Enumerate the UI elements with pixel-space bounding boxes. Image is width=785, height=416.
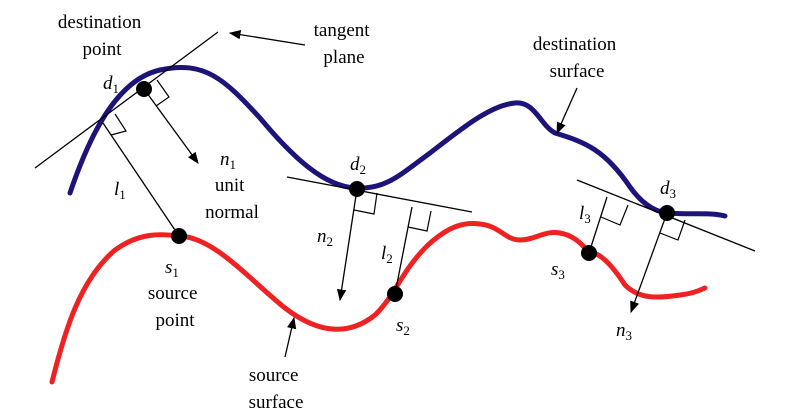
tangent-line-1 [34,31,219,169]
source-surface-curve [49,221,708,385]
label-source-point: source point [148,283,202,331]
var-label-s3: s3 [551,259,565,282]
label-source-surface: source surface [249,365,304,413]
tangent-plane-callout-arrow [228,30,306,46]
point-s1 [171,228,187,244]
var-label-s1: s1 [165,257,179,280]
var-label-d3: d3 [660,178,676,201]
var-label-n2: n2 [317,226,333,249]
right-angle-marker-l3 [600,204,629,226]
label-unit-normal: unit normal [205,175,259,223]
var-label-l2: l2 [381,243,393,266]
normal-arrow-n1 [143,88,199,164]
destination-surface-curve [67,64,728,219]
distance-line-l2 [394,206,413,295]
point-d1 [136,81,152,97]
normal-arrow-n2 [336,188,358,302]
right-angle-marker-l2 [407,210,432,232]
right-angle-marker-n3 [659,219,686,241]
right-angle-marker-n2 [353,192,378,215]
right-angle-marker-n1 [155,79,170,107]
var-label-d2: d2 [350,154,366,177]
point-d3 [659,205,675,221]
point-s3 [581,245,597,261]
destination-surface-callout-arrow [556,87,578,135]
var-label-l3: l3 [579,203,591,226]
distance-line-l3 [588,196,608,254]
point-s2 [387,286,403,302]
var-label-d1: d1 [103,73,119,96]
var-label-l1: l1 [114,179,126,202]
normal-arrow-n3 [630,212,668,314]
var-label-s2: s2 [396,315,410,338]
var-label-n1: n1 [220,149,236,172]
var-label-n3: n3 [616,320,632,343]
distance-line-l1 [102,122,180,237]
source-surface-callout-arrow [284,316,297,358]
label-tangent-plane: tangent plane [314,20,375,68]
right-angle-marker-l1 [110,113,127,136]
label-destination-point: destination point [58,12,146,60]
label-destination-surface: destination surface [533,34,621,82]
tangent-line-2 [286,176,473,213]
point-d2 [349,181,365,197]
